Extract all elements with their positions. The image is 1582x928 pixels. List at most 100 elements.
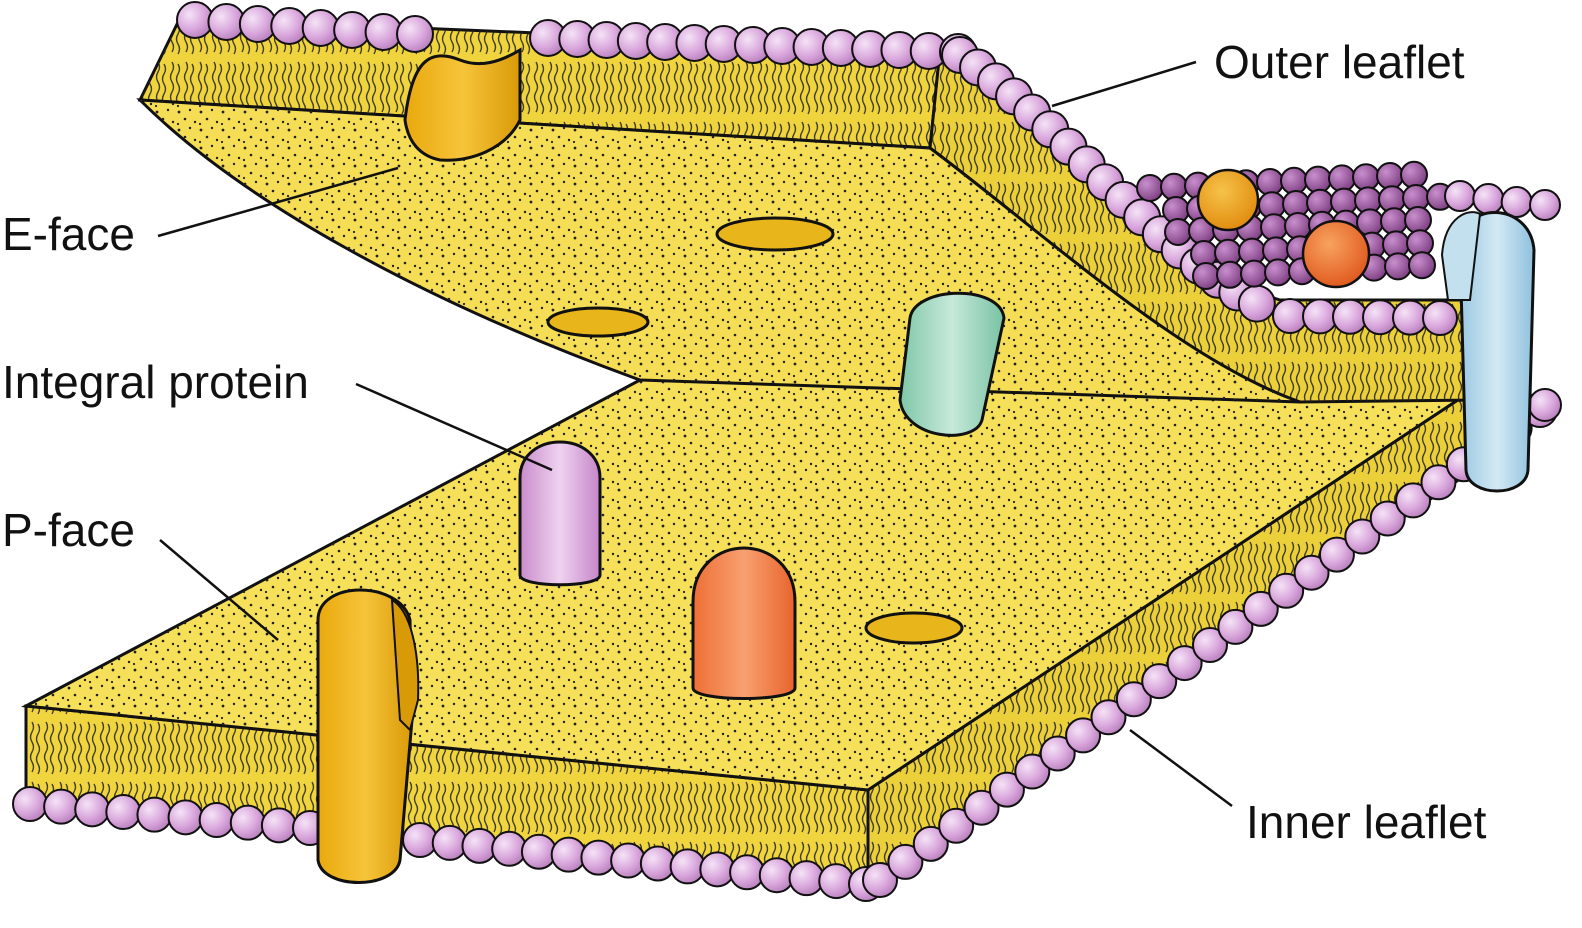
phospholipid-head (1384, 252, 1412, 281)
phospholipid-head (1380, 207, 1408, 236)
leader-integral-protein (355, 382, 553, 472)
e-face-leaflet (136, 16, 1482, 404)
phospholipid-head (1217, 608, 1254, 645)
phospholipid-head (105, 794, 142, 830)
phospholipid-head (862, 862, 898, 898)
phospholipid-head (1237, 284, 1276, 323)
phospholipid-head (1529, 189, 1561, 221)
integral-protein-orange (691, 546, 797, 700)
label-inner-leaflet: Inner leaflet (1246, 796, 1487, 848)
phospholipid-head (1472, 183, 1505, 215)
inner-leaflet-heads (12, 392, 1558, 902)
phospholipid-head (1352, 163, 1380, 192)
phospholipid-head (520, 833, 557, 870)
phospholipid-head (550, 836, 587, 873)
leader-inner-leaflet (1129, 728, 1233, 808)
integral-protein-purple (518, 440, 602, 587)
phospholipid-head (74, 791, 111, 828)
phospholipid-head (1160, 172, 1188, 201)
label-integral-protein: Integral protein (2, 356, 309, 408)
phospholipid-head (699, 851, 736, 888)
phospholipid-head (1164, 218, 1192, 246)
phospholipid-head (1216, 260, 1244, 289)
phospholipid-head (1090, 699, 1127, 736)
phospholipid-head (1332, 298, 1368, 335)
phospholipid-head (729, 854, 766, 891)
integral-protein-green (898, 291, 1006, 437)
e-face-channel (403, 47, 522, 162)
phospholipid-head (988, 771, 1025, 808)
phospholipid-head (1136, 174, 1164, 202)
phospholipid-head (1166, 645, 1203, 682)
phospholipid-head (1302, 298, 1338, 335)
phospholipid-head (1376, 162, 1404, 190)
label-outer-leaflet: Outer leaflet (1214, 36, 1465, 88)
phospholipid-head (938, 807, 975, 844)
phospholipid-head (1408, 251, 1436, 280)
phospholipid-head (963, 789, 1000, 826)
phospholipid-head (1192, 262, 1220, 290)
phospholipid-head (1240, 259, 1268, 288)
phospholipid-head (1284, 212, 1312, 240)
phospholipid-head (229, 804, 266, 841)
phospholipid-head (1444, 180, 1476, 212)
integral-protein-gold (316, 588, 414, 884)
phospholipid-head (1362, 299, 1398, 336)
p-face-pit (864, 611, 964, 645)
phospholipid-head (260, 807, 297, 844)
phospholipid-head (43, 788, 80, 825)
phospholipid-head (580, 839, 617, 876)
phospholipid-head (1260, 213, 1288, 242)
phospholipid-head (669, 848, 706, 885)
phospholipid-head (136, 796, 173, 833)
leader-e-face (157, 166, 399, 238)
phospholipid-head (1528, 388, 1562, 422)
phospholipid-head (1268, 572, 1305, 609)
phospholipid-head (198, 802, 235, 838)
phospholipid-head (402, 822, 438, 858)
phospholipid-head (1065, 717, 1102, 754)
outer-leaflet-heads (176, 1, 1562, 422)
phospholipid-head (1395, 482, 1432, 519)
leader-outer-leaflet (1051, 60, 1197, 108)
e-face-pit (715, 216, 835, 252)
phospholipid-head (396, 15, 434, 53)
phospholipid-head (491, 830, 528, 867)
phospholipid-head (788, 860, 825, 897)
phospholipid-head (461, 827, 498, 864)
phospholipid-head (818, 863, 855, 900)
phospholipid-head (167, 799, 204, 836)
phospholipid-head (887, 843, 924, 880)
phospholipid-head (12, 786, 48, 822)
phospholipid-head (639, 845, 676, 882)
phospholipid-head (1280, 166, 1308, 195)
phospholipid-head (1293, 554, 1330, 591)
phospholipid-head (610, 842, 647, 879)
phospholipid-head (1242, 590, 1279, 627)
phospholipid-head (758, 857, 795, 894)
surface-protein-gold (1196, 168, 1260, 232)
phospholipid-head (1420, 464, 1457, 501)
phospholipid-head (1115, 681, 1152, 718)
label-e-face: E-face (2, 208, 135, 260)
phospholipid-head (1422, 300, 1458, 336)
phospholipid-head (1141, 663, 1178, 700)
e-face-pit (546, 306, 650, 338)
phospholipid-head (1256, 168, 1284, 196)
phospholipid-head (1392, 299, 1428, 336)
phospholipid-head (431, 824, 468, 861)
phospholipid-head (1264, 258, 1292, 287)
phospholipid-head (912, 825, 949, 862)
phospholipid-head (1318, 536, 1355, 573)
phospholipid-head (1328, 164, 1356, 193)
phospholipid-head (1404, 206, 1432, 234)
phospholipid-head (1039, 735, 1076, 772)
phospholipid-head (1192, 627, 1228, 663)
phospholipid-head (1304, 165, 1332, 194)
phospholipid-head (1369, 500, 1406, 537)
phospholipid-head (1400, 160, 1428, 189)
leader-p-face (159, 539, 279, 641)
phospholipid-head (1272, 298, 1308, 334)
label-p-face: P-face (2, 504, 135, 556)
